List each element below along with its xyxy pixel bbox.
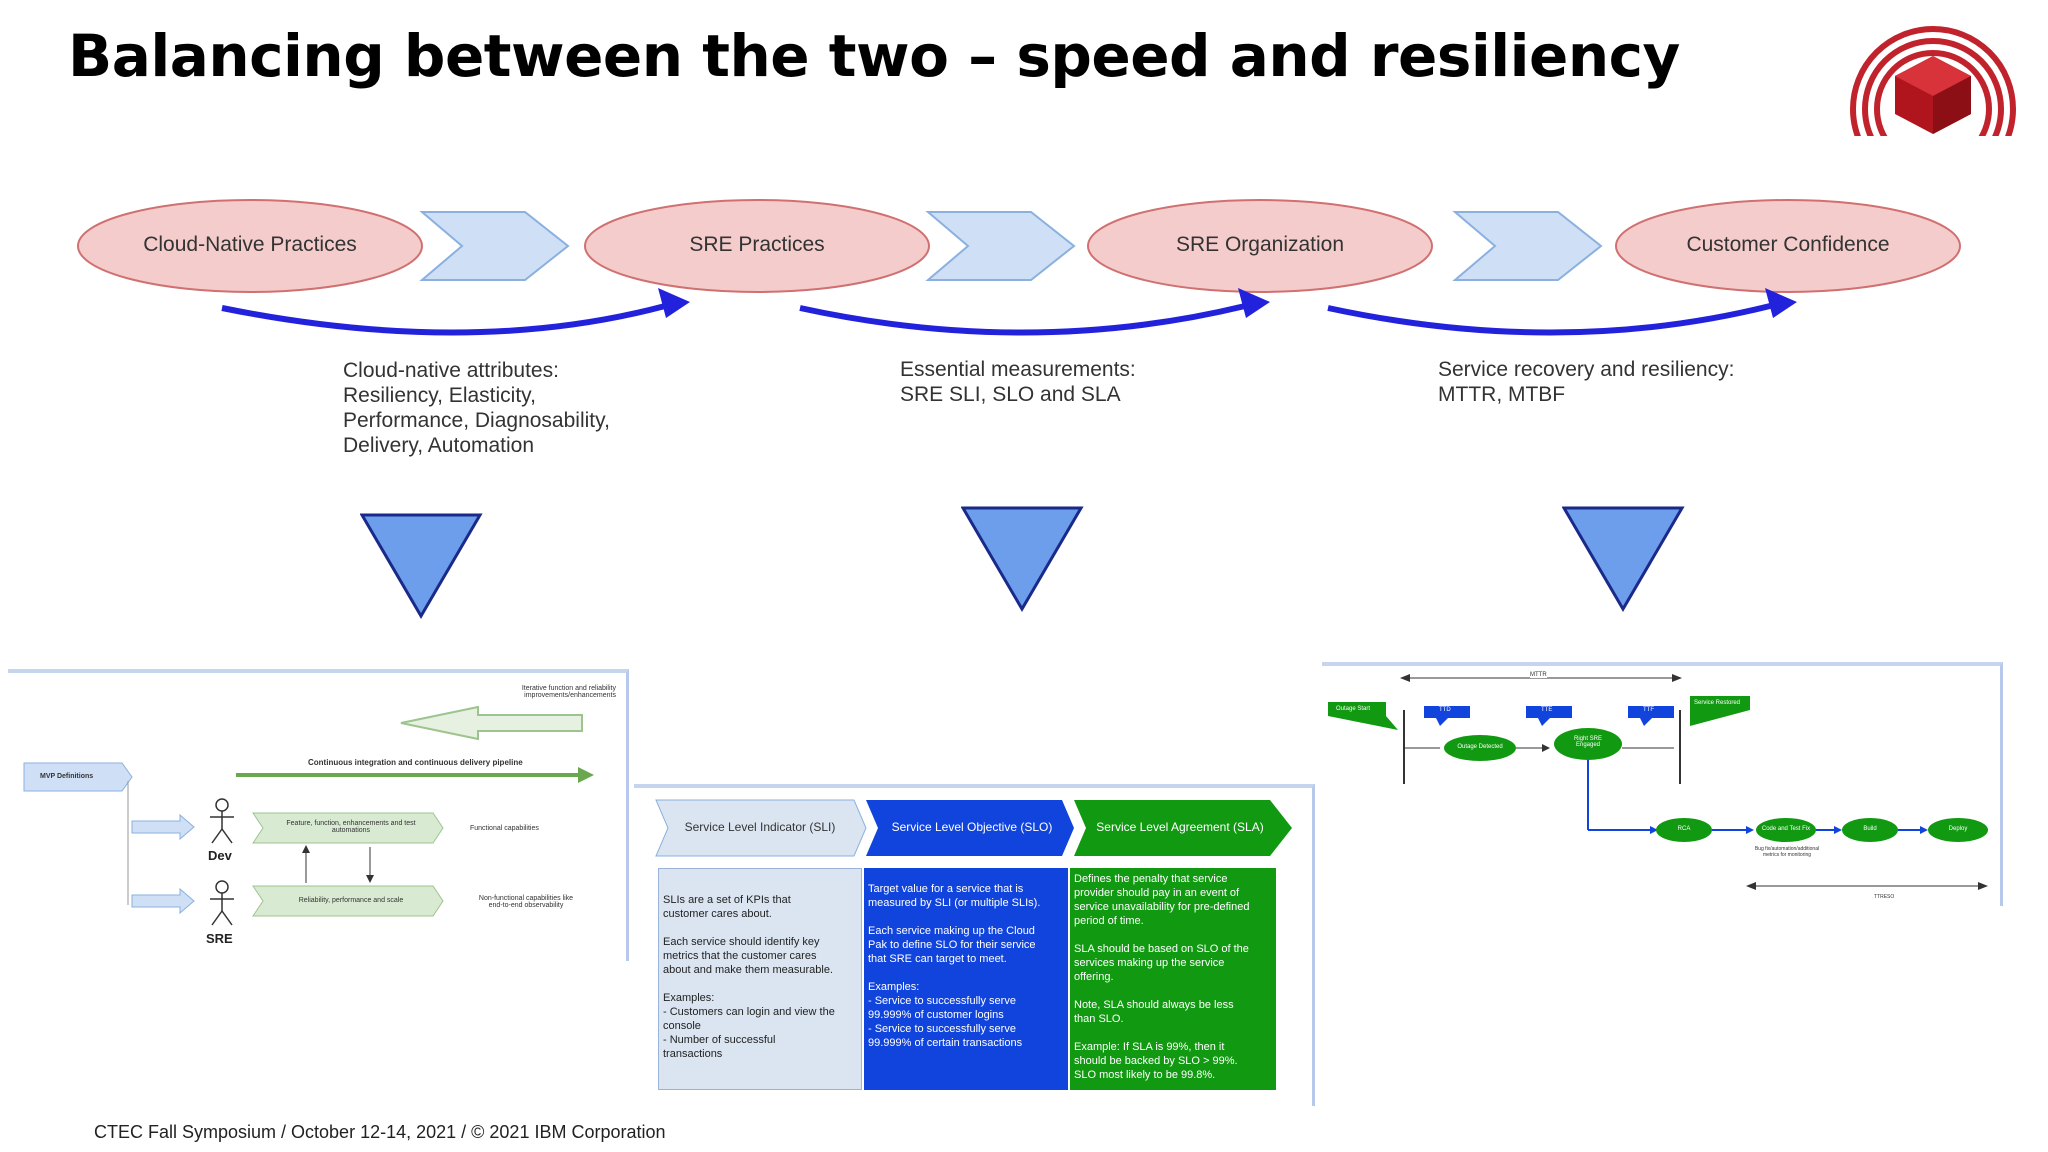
- slo-body: Target value for a service that is measu…: [864, 868, 1068, 1090]
- caption-cloud-native: Cloud-native attributes: Resiliency, Ela…: [343, 359, 610, 457]
- outage-detected-label: Outage Detected: [1457, 744, 1503, 750]
- stage-ellipse-3: [1087, 199, 1433, 293]
- chevron-right-icon: [419, 211, 570, 281]
- stage-label-sre-practices: SRE Practices: [689, 233, 825, 256]
- slide-title: Balancing between the two – speed and re…: [68, 22, 1680, 90]
- ttresolve-label: TTRESO: [1874, 894, 1895, 900]
- sli-body: SLIs are a set of KPIs that customer car…: [658, 868, 862, 1090]
- down-triangle-icon: [961, 506, 1084, 612]
- reliability-box-label: Reliability, performance and scale: [298, 897, 404, 904]
- stage-label-sre-organization: SRE Organization: [1175, 233, 1345, 256]
- stage-ellipse-1: [77, 199, 423, 293]
- arrow-head-icon: [658, 288, 690, 318]
- stage-ellipse-2: [584, 199, 930, 293]
- right-sre-label: Right SRE Engaged: [1573, 736, 1602, 748]
- stage-label-cloud-native: Cloud-Native Practices: [143, 233, 357, 256]
- bug-note-label: Bug fix/automation/additional metrics fo…: [1754, 846, 1820, 858]
- mvp-label: MVP Definitions: [40, 773, 94, 780]
- chevron-right-icon: [925, 211, 1076, 281]
- curved-arrow-1: [221, 303, 666, 336]
- caption-sre-organization: Service recovery and resiliency: MTTR, M…: [1438, 358, 1735, 406]
- non-functional-label: Non-functional capabilities like end-to-…: [478, 895, 574, 909]
- ttd-label: TTD: [1439, 707, 1451, 713]
- mttr-panel: MTTR Outage Start TTD TTE TTF Service Re…: [1322, 662, 2003, 906]
- sre-label: SRE: [206, 931, 233, 946]
- down-triangle-icon: [360, 513, 483, 619]
- code-test-fix-label: Code and Test Fix: [1761, 826, 1811, 832]
- deploy-label: Deploy: [1948, 826, 1968, 832]
- mttr-drawing: [1328, 674, 1988, 890]
- feature-box-label: Feature, function, enhancements and test…: [286, 820, 416, 834]
- footer-text: CTEC Fall Symposium / October 12-14, 202…: [94, 1122, 666, 1142]
- ttf-label: TTF: [1643, 707, 1654, 713]
- down-triangle-icon: [1562, 506, 1685, 612]
- chevron-right-icon: [1452, 211, 1603, 281]
- slo-header: Service Level Objective (SLO): [891, 820, 1053, 834]
- slo-panel: Service Level Indicator (SLI) Service Le…: [634, 784, 1315, 1106]
- service-restored-label: Service Restored: [1694, 700, 1741, 706]
- mttr-label: MTTR: [1530, 672, 1547, 678]
- stage-ellipse-4: [1615, 199, 1961, 293]
- functional-label: Functional capabilities: [470, 825, 539, 832]
- iterative-label: Iterative function and reliability impro…: [521, 685, 616, 699]
- sli-header: Service Level Indicator (SLI): [684, 820, 836, 834]
- slo-header-chevrons: [655, 799, 1292, 857]
- arrow-head-icon: [1765, 288, 1797, 318]
- sla-body: Defines the penalty that service provide…: [1070, 868, 1276, 1090]
- dev-label: Dev: [208, 848, 232, 863]
- build-label: Build: [1863, 826, 1877, 832]
- tte-label: TTE: [1541, 707, 1553, 713]
- sla-header: Service Level Agreement (SLA): [1096, 820, 1264, 834]
- ci-cd-label: Continuous integration and continuous de…: [308, 758, 523, 767]
- curved-arrow-3: [1327, 303, 1771, 336]
- arrow-head-icon: [1238, 288, 1270, 318]
- rca-label: RCA: [1677, 826, 1691, 832]
- caption-sre-practices: Essential measurements: SRE SLI, SLO and…: [900, 358, 1136, 406]
- stage-label-customer-confidence: Customer Confidence: [1686, 233, 1890, 256]
- pipeline-drawing: [23, 705, 594, 926]
- curved-arrow-2: [799, 303, 1246, 336]
- pipeline-panel: Iterative function and reliability impro…: [8, 669, 629, 961]
- outage-start-label: Outage Start: [1336, 706, 1371, 712]
- flow-diagram: [77, 199, 1961, 336]
- logo-icon: [1850, 26, 2016, 136]
